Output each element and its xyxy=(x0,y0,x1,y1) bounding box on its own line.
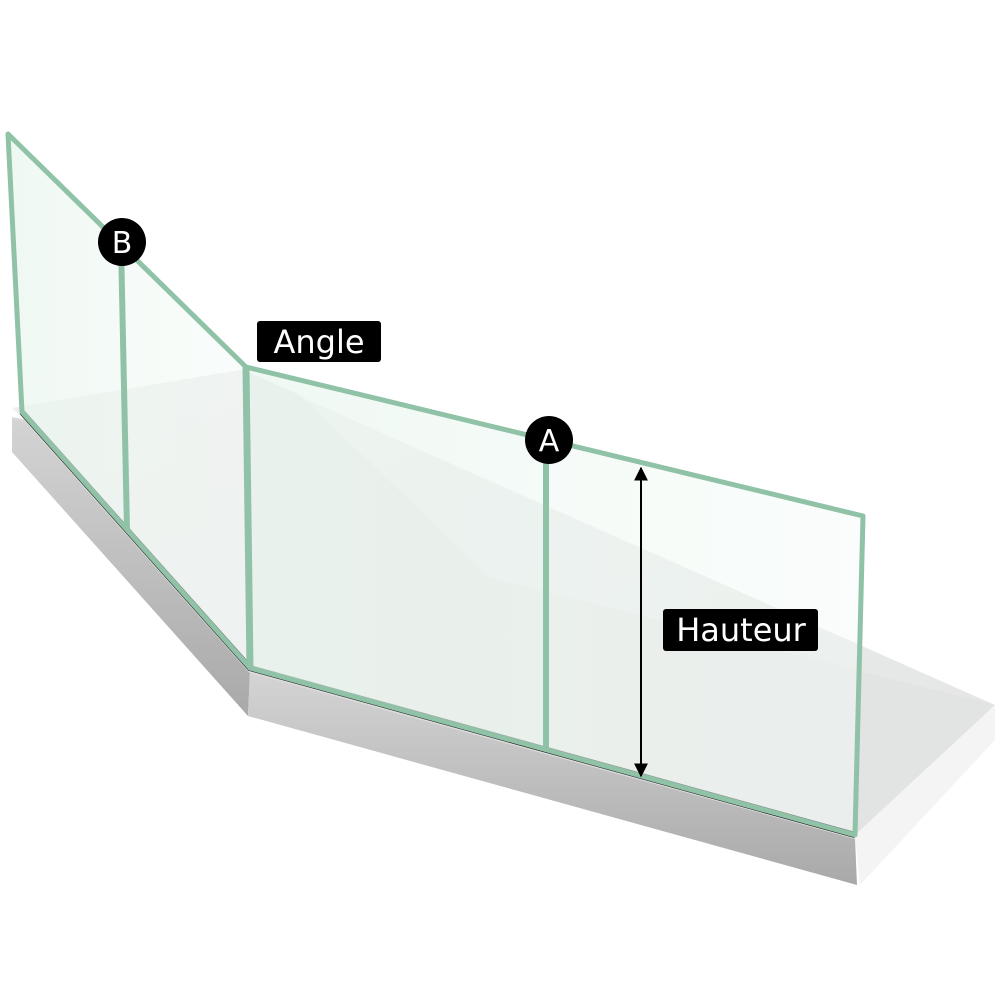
marker-a-text: A xyxy=(539,424,560,459)
height-label: Hauteur xyxy=(663,609,818,651)
glass-corner-edge xyxy=(242,366,254,669)
glass-panel-left xyxy=(5,131,253,671)
base-profile-right xyxy=(248,672,857,885)
marker-b-text: B xyxy=(112,226,133,261)
glass-joint-b xyxy=(118,243,130,531)
base-profile-left xyxy=(12,418,250,716)
floor-right-edge xyxy=(855,705,995,885)
angle-label-text: Angle xyxy=(273,323,364,361)
marker-a: A xyxy=(525,416,573,464)
marker-b: B xyxy=(98,218,146,266)
angle-label: Angle xyxy=(257,321,381,362)
height-label-text: Hauteur xyxy=(676,611,806,649)
